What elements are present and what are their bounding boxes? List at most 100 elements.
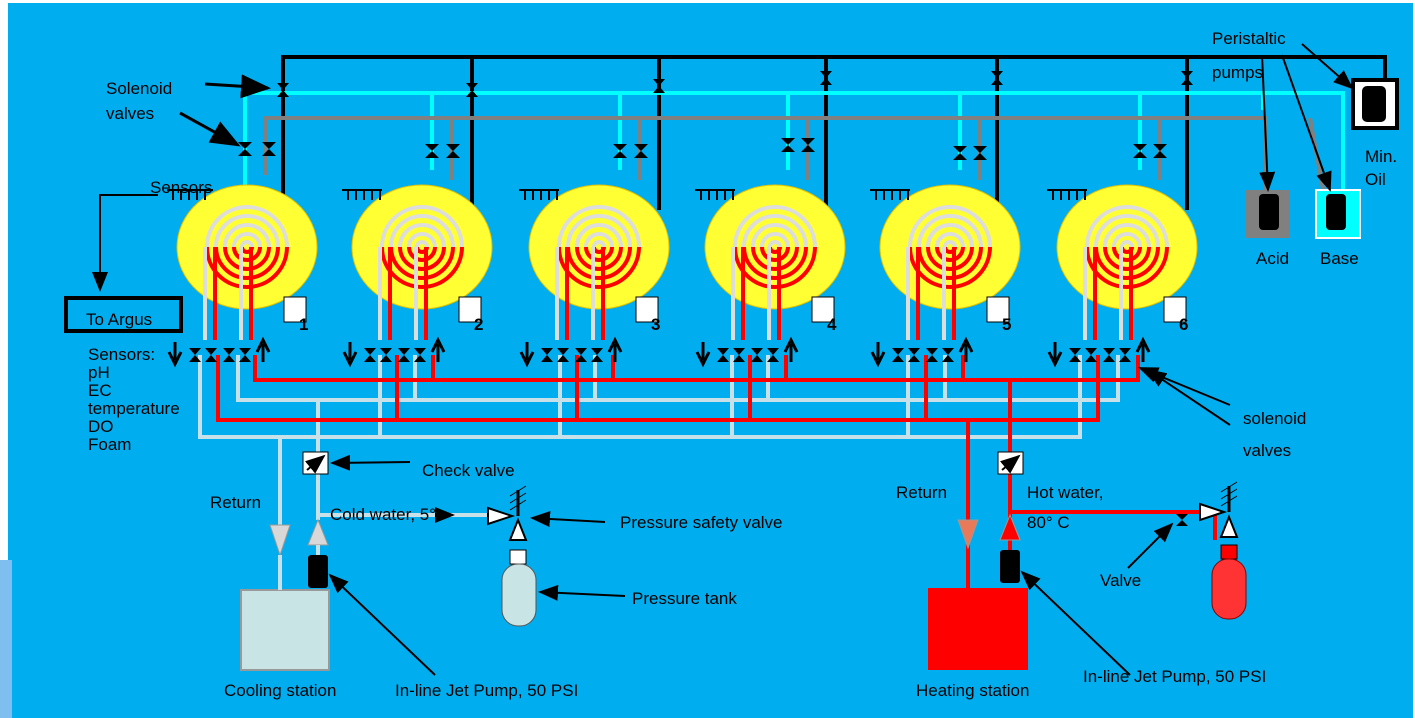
cooling-coil (1103, 223, 1151, 248)
valve-icon (1181, 71, 1193, 85)
sensor-list-label-4: DO (88, 417, 114, 436)
heating-coil (566, 246, 632, 280)
valve-icon (953, 146, 967, 160)
valve-icon (820, 71, 832, 85)
down-arrow-icon (167, 342, 183, 368)
heating-coil (380, 246, 464, 289)
check-valve-label: Check valve (422, 461, 515, 480)
valve-icon (591, 348, 603, 362)
tank-valve-row (519, 336, 623, 368)
tank: 3 (519, 184, 670, 368)
tank-number: 4 (827, 315, 837, 334)
heating-return-arrow (957, 519, 979, 550)
tank-number-box (458, 296, 482, 323)
up-arrow-icon (958, 336, 974, 362)
valve-icon (991, 71, 1003, 85)
valve-icon (767, 348, 779, 362)
left-jet-pump (308, 555, 328, 588)
solenoid-right-label-2: valves (1243, 441, 1291, 460)
sensor-list-label-1: pH (88, 363, 110, 382)
tank-valve-row (695, 336, 799, 368)
hot-water-label-2: 80° C (1027, 513, 1070, 532)
tank-body (176, 184, 318, 310)
right-pressure-valve (1199, 481, 1239, 538)
solenoid-valves-label-2: valves (106, 104, 154, 123)
sensor-list-label-0: Sensors: (88, 345, 155, 364)
peristaltic-label-2: pumps (1212, 63, 1263, 82)
heating-coil (760, 246, 790, 262)
valve-icon (634, 144, 648, 158)
heating-coil (935, 246, 965, 262)
cooling-coil (566, 214, 632, 248)
cooling-coil (575, 223, 623, 248)
base-label: Base (1320, 249, 1359, 268)
tank: 5 (870, 184, 1021, 368)
heating-coil (232, 246, 262, 262)
valve-icon (446, 144, 460, 158)
hot-water-label-1: Hot water, (1027, 483, 1104, 502)
valve-icon (892, 348, 904, 362)
cooling-return-arrow (269, 524, 291, 557)
up-arrow-icon (1135, 336, 1151, 362)
valve-icon (380, 348, 392, 362)
tank-number-box (1163, 296, 1187, 323)
valve-icon (541, 348, 553, 362)
tank-number: 6 (1179, 315, 1188, 334)
heating-coil (398, 246, 446, 271)
tank-valve-row (167, 336, 271, 368)
cooling-coil (1120, 240, 1134, 248)
pressure-tank (501, 549, 537, 627)
down-arrow-icon (519, 342, 535, 368)
cooling-station-label: Cooling station (224, 681, 336, 700)
valve-icon (1176, 514, 1188, 526)
return-right-label: Return (896, 483, 947, 502)
valve-icon (364, 348, 376, 362)
valve-icon (425, 144, 439, 158)
cooling-coil (1112, 232, 1142, 248)
cooling-coil (380, 205, 464, 248)
peristaltic-label-1: Peristaltic (1212, 29, 1286, 48)
annotation-arrows (179, 43, 1354, 676)
heating-supply-arrow (999, 513, 1021, 541)
tank-valve-row (870, 336, 974, 368)
heating-coil (742, 246, 808, 280)
cooling-coil (415, 240, 429, 248)
heating-coil (205, 246, 289, 289)
heating-coil (575, 246, 623, 271)
valve-icon (653, 79, 665, 93)
valve-icon (973, 146, 987, 160)
valve-icon (262, 142, 276, 156)
cooling-coil (557, 205, 641, 248)
cooling-coil (908, 205, 992, 248)
tank-valve-row (1047, 336, 1151, 368)
tank-number: 1 (299, 315, 308, 334)
cooling-coil (223, 223, 271, 248)
valve-icon (926, 348, 938, 362)
valve-icon (801, 138, 815, 152)
valve-icon (557, 348, 569, 362)
heating-station-label: Heating station (916, 681, 1029, 700)
right-jet-pump (1000, 550, 1020, 583)
heating-coil (407, 246, 437, 262)
cooling-coil (733, 205, 817, 248)
tank-valve-row (342, 336, 446, 368)
tank: 1 (167, 184, 318, 368)
cooling-coil (592, 240, 606, 248)
valve-icon (717, 348, 729, 362)
valve-icon (189, 348, 201, 362)
down-arrow-icon (695, 342, 711, 368)
min-oil-label-2: Oil (1365, 170, 1386, 189)
cooling-coil (926, 223, 974, 248)
valve-icon (613, 144, 627, 158)
tank-number: 5 (1002, 315, 1011, 334)
tank-number-box (811, 296, 835, 323)
valve-icon (942, 348, 954, 362)
cooling-coil (205, 205, 289, 248)
base-pump-icon (1326, 194, 1346, 230)
sensor-list-label-2: EC (88, 381, 112, 400)
sensor-probe-icon (1047, 189, 1087, 200)
heating-coil (223, 246, 271, 271)
valve-icon (575, 348, 587, 362)
